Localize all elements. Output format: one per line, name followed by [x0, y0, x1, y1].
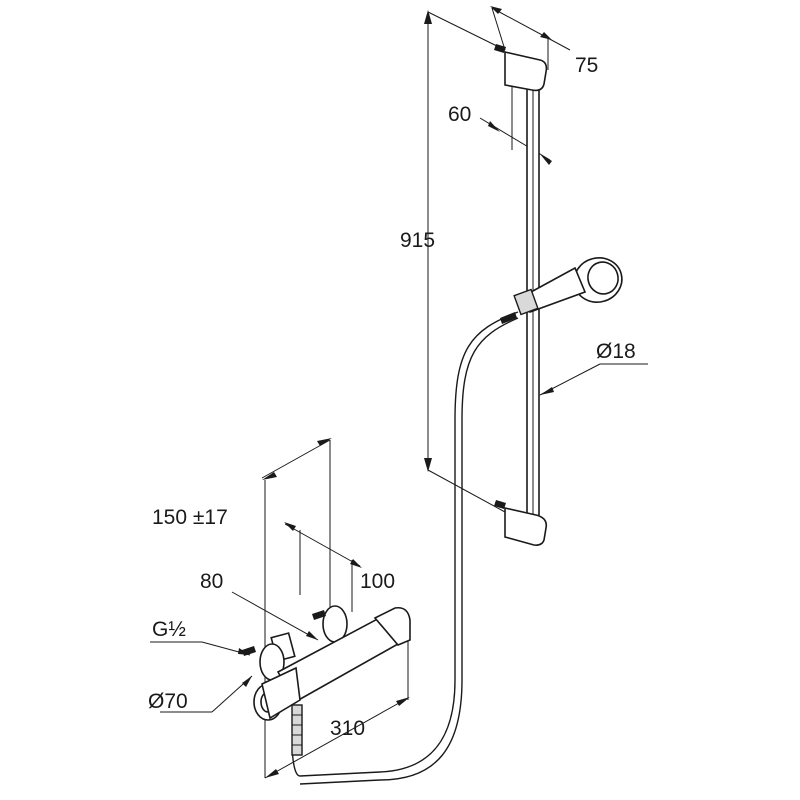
dimension-lines: [150, 6, 648, 779]
dimension-bar-width: 75: [575, 54, 598, 77]
dimension-thread: G½: [152, 618, 186, 641]
dimension-outlet-distance: 80: [200, 570, 223, 593]
dimension-rosette-diameter: Ø70: [148, 690, 188, 713]
dimension-centre-distance: 150 ±17: [152, 506, 228, 529]
dimension-rail-diameter: Ø18: [596, 340, 636, 363]
dimension-rail-length: 915: [400, 229, 435, 252]
thermostatic-mixer: [242, 605, 411, 756]
lower-wall-bracket: [494, 500, 548, 546]
dimension-wall-distance: 100: [360, 570, 395, 593]
shower-hose: [291, 311, 519, 785]
upper-wall-bracket: [494, 44, 548, 92]
dimension-mixer-length: 310: [330, 717, 365, 740]
dimension-bracket-offset: 60: [448, 103, 471, 126]
hand-shower: [513, 257, 623, 316]
